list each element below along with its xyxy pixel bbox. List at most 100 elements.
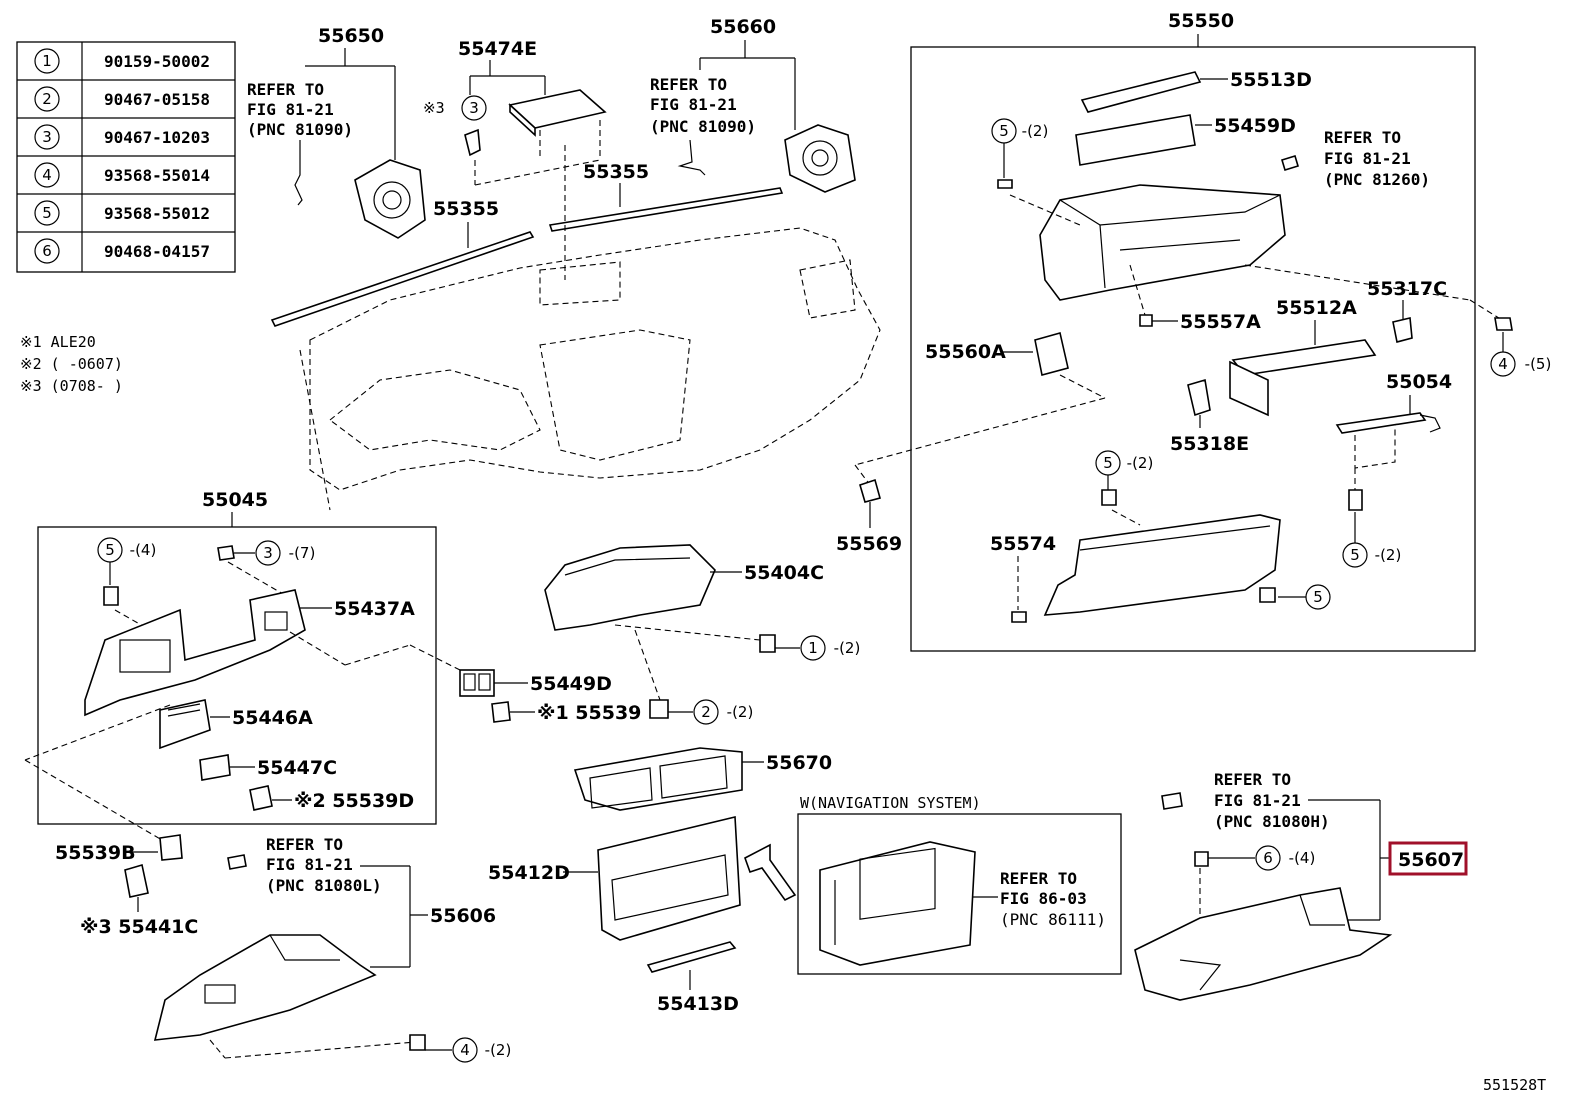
clip-55569: [859, 478, 881, 503]
svg-text:5: 5: [1350, 546, 1360, 564]
table-key: 5: [42, 204, 52, 222]
table-row: 4 93568-55014: [34, 162, 210, 188]
arrow-icon: [744, 843, 797, 902]
label-55560A: 55560A: [925, 341, 1006, 363]
label-55660: 55660: [710, 16, 776, 38]
bolt-icon: [1101, 489, 1117, 506]
svg-text:FIG 86-03: FIG 86-03: [1000, 889, 1087, 908]
label-55317C: 55317C: [1367, 278, 1447, 300]
center-lid: [508, 89, 607, 137]
group-55045-frame: [37, 526, 437, 825]
svg-text:-(4): -(4): [1289, 849, 1316, 867]
svg-text:-(2): -(2): [727, 703, 754, 721]
label-55569: 55569: [836, 533, 902, 555]
meter-hood-55404C: [544, 544, 716, 631]
label-55550: 55550: [1168, 10, 1234, 32]
switch-55447C: [199, 754, 231, 781]
svg-text:5: 5: [999, 122, 1009, 140]
pin-55574: [1011, 611, 1027, 623]
clip-55539: [491, 701, 511, 723]
callout-5-2-b: 5 -(2): [1095, 450, 1153, 476]
table-part-number: 90159-50002: [104, 52, 210, 71]
svg-text:4: 4: [460, 1041, 470, 1059]
dashboard-panel-drawing: [299, 227, 881, 511]
molding-strip-left: [270, 231, 535, 327]
ref-81260: REFER TO FIG 81-21 (PNC 81260): [1324, 128, 1430, 189]
ref-81090-right: REFER TO FIG 81-21 (PNC 81090): [650, 75, 756, 136]
svg-text:(PNC 81080H): (PNC 81080H): [1214, 812, 1330, 831]
bolt-icon: [1494, 317, 1513, 331]
clip-icon: [1194, 851, 1209, 867]
clip-55539B: [159, 834, 183, 861]
group-55550-frame: [910, 46, 1476, 652]
svg-text:(PNC 81090): (PNC 81090): [650, 117, 756, 136]
callout-6-4: 6 -(4): [1255, 845, 1316, 871]
clip-icon: [1161, 792, 1183, 810]
label-55670: 55670: [766, 752, 832, 774]
label-55413D: 55413D: [657, 993, 739, 1015]
note-3-marker: ※3: [423, 99, 445, 117]
center-panel-55412D: [597, 815, 741, 941]
clip-icon: [1139, 314, 1153, 327]
bolt-icon: [997, 179, 1013, 189]
table-key: 2: [42, 90, 52, 108]
label-55446A: 55446A: [232, 707, 313, 729]
lower-panel-55607: [1134, 887, 1393, 1001]
glovebox-panel-55459D: [1075, 114, 1196, 166]
label-55054: 55054: [1386, 371, 1452, 393]
label-55318E: 55318E: [1170, 433, 1249, 455]
side-vent-left: [354, 159, 426, 239]
svg-text:1: 1: [808, 639, 818, 657]
callout-1-2: 1 -(2): [800, 635, 860, 661]
glovebox-housing: [1039, 184, 1286, 301]
callout-4-2: 4 -(2): [452, 1037, 511, 1063]
svg-text:(PNC 81080L): (PNC 81080L): [266, 876, 382, 895]
svg-text:2: 2: [701, 703, 711, 721]
label-55474E: 55474E: [458, 38, 537, 60]
table-row: 6 90468-04157: [34, 238, 210, 264]
svg-text:REFER TO: REFER TO: [1214, 770, 1291, 789]
label-55607: 55607: [1398, 849, 1464, 871]
table-key: 1: [42, 52, 52, 70]
callout-5: 5: [1305, 584, 1331, 610]
table-key: 4: [42, 166, 52, 184]
nav-system-frame: [797, 813, 1122, 975]
svg-text:FIG 81-21: FIG 81-21: [266, 855, 353, 874]
callout-3: 3: [461, 95, 487, 121]
svg-text:REFER TO: REFER TO: [650, 75, 727, 94]
glovebox-door: [1043, 514, 1281, 616]
label-55355-left: 55355: [433, 198, 499, 220]
ref-86111: REFER TO FIG 86-03 (PNC 86111): [1000, 869, 1106, 929]
svg-text:REFER TO: REFER TO: [247, 80, 324, 99]
hinge-55318E: [1187, 378, 1211, 417]
hinge-55560A: [1034, 332, 1069, 376]
nav-system-title: W(NAVIGATION SYSTEM): [800, 794, 981, 812]
svg-text:REFER TO: REFER TO: [266, 835, 343, 854]
label-55404C: 55404C: [744, 562, 824, 584]
callout-3-7: 3 -(7): [255, 540, 316, 566]
callout-5-4: 5 -(4): [97, 537, 156, 563]
lock-cylinder-55054: [1335, 412, 1427, 434]
svg-text:5: 5: [1313, 588, 1323, 606]
svg-text:REFER TO: REFER TO: [1324, 128, 1401, 147]
label-55606: 55606: [430, 905, 496, 927]
table-part-number: 90467-10203: [104, 128, 210, 147]
svg-text:FIG 81-21: FIG 81-21: [650, 95, 737, 114]
parts-table: 1 90159-50002 2 90467-05158 3 90467-1020…: [16, 41, 236, 273]
label-55650: 55650: [318, 25, 384, 47]
svg-text:-(5): -(5): [1525, 355, 1552, 373]
molding-strip-right: [548, 187, 784, 232]
note-1: ※1 ALE20: [20, 333, 96, 351]
svg-text:REFER TO: REFER TO: [1000, 869, 1077, 888]
label-55449D: 55449D: [530, 673, 612, 695]
label-55355-right: 55355: [583, 161, 649, 183]
ref-81090-left: REFER TO FIG 81-21 (PNC 81090): [247, 80, 353, 139]
glovebox-trim-55513D: [1080, 71, 1202, 113]
svg-text:3: 3: [263, 544, 273, 562]
svg-text:-(7): -(7): [289, 544, 316, 562]
callout-5-2-a: 5 -(2): [991, 118, 1048, 144]
switch-55449D: [459, 669, 495, 697]
bolt-icon: [759, 634, 776, 653]
table-key: 6: [42, 242, 52, 260]
